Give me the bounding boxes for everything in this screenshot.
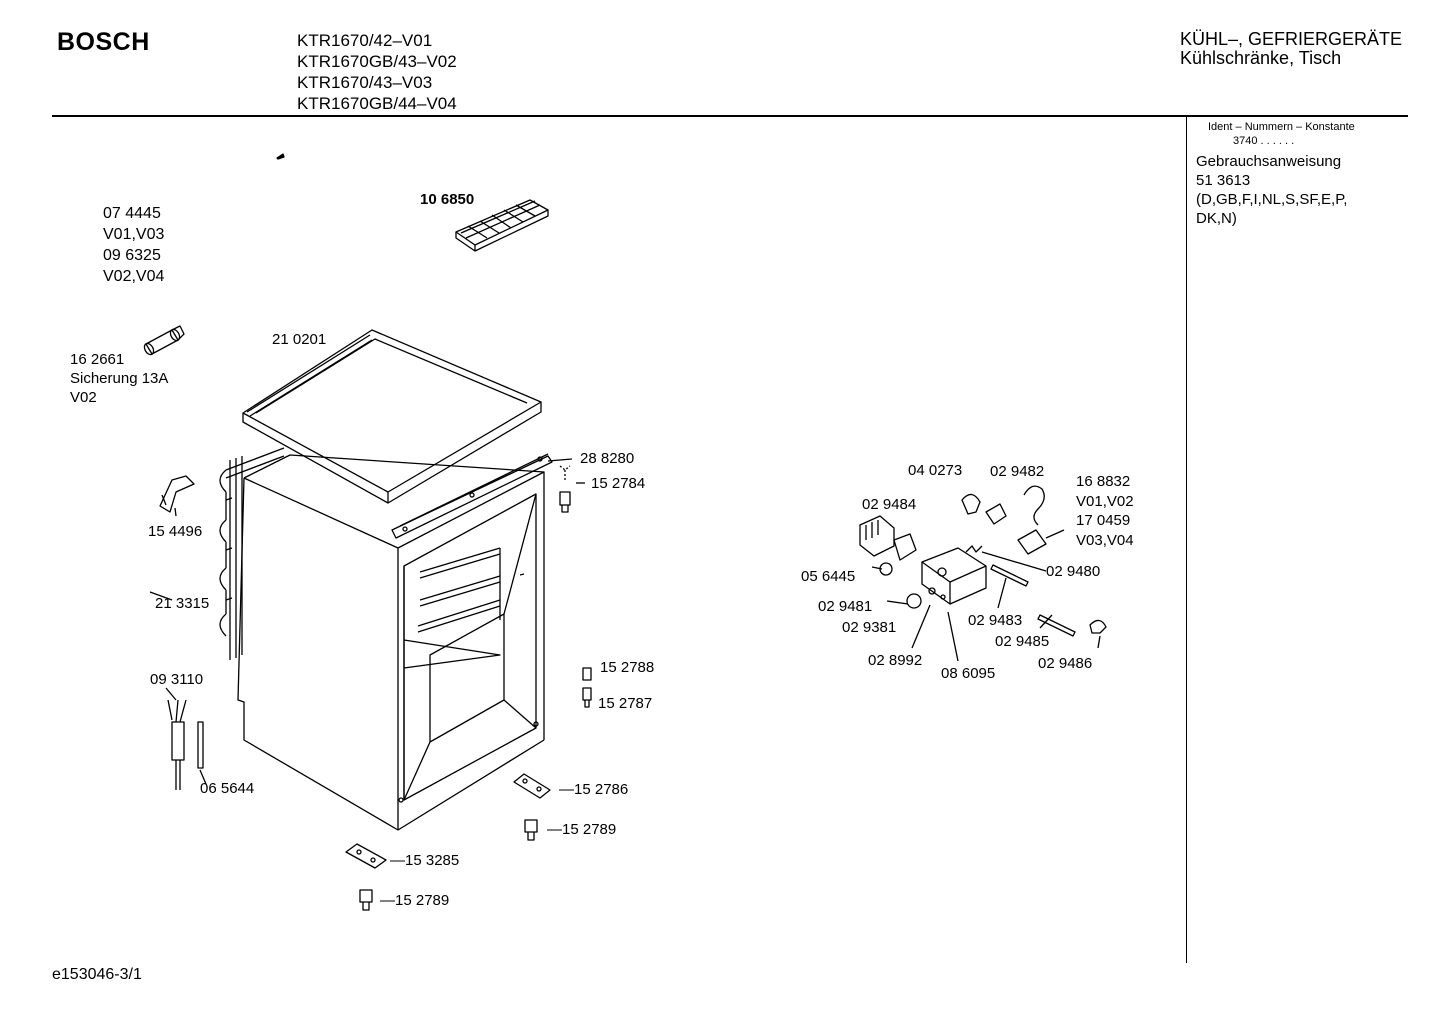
foot-screw-icon <box>524 819 538 841</box>
part-number: —15 2789 <box>380 892 450 909</box>
part-number: —15 2789 <box>547 821 617 838</box>
bulb-icon <box>961 493 981 515</box>
part-number: 16 8832 <box>1076 473 1131 490</box>
part-number: 02 9484 <box>862 496 917 513</box>
part-number: 06 5644 <box>200 780 255 797</box>
model-number: KTR1670GB/43–V02 <box>297 52 457 71</box>
part-number: 21 3315 <box>155 595 210 612</box>
part-number: 15 4496 <box>148 523 203 540</box>
part-label-group: 07 4445 V01,V03 09 6325 V02,V04 <box>103 203 164 287</box>
part-number: 15 2784 <box>591 475 646 492</box>
condenser-coil-icon <box>219 447 285 660</box>
screw-icon <box>559 465 571 513</box>
ice-tray-icon <box>455 199 549 252</box>
part-number: 02 9486 <box>1038 655 1093 672</box>
part-number: —15 2786 <box>559 781 629 798</box>
part-number: 02 9480 <box>1046 563 1101 580</box>
rod-icon <box>990 564 1076 637</box>
part-number: 02 9481 <box>818 598 873 615</box>
part-description: Sicherung 13A <box>70 370 169 387</box>
worktop-panel-icon <box>242 329 542 504</box>
part-number: —15 3285 <box>390 852 460 869</box>
part-variant: V03,V04 <box>1076 531 1134 549</box>
cabinet-icon <box>237 453 553 831</box>
part-variant: V02 <box>70 389 97 406</box>
mark-icon <box>276 153 285 160</box>
part-number: 02 9485 <box>995 633 1050 650</box>
part-number: 21 0201 <box>272 331 327 348</box>
sidebar: Ident – Nummern – Konstante 3740 . . . .… <box>1196 121 1396 228</box>
part-number: 02 9483 <box>968 612 1023 629</box>
brand-logo: BOSCH <box>57 28 150 56</box>
category-line: KÜHL–, GEFRIERGERÄTE <box>1180 29 1403 49</box>
part-variant: V01,V02 <box>1076 492 1134 510</box>
part-number: 08 6095 <box>941 665 996 682</box>
manual-languages: (D,GB,F,I,NL,S,SF,E,P, DK,N) <box>1196 191 1348 227</box>
part-number: 04 0273 <box>908 462 963 479</box>
hinge-screw-icon <box>582 687 592 708</box>
part-number: 16 2661 <box>70 351 125 368</box>
part-number: 17 0459 <box>1076 512 1131 529</box>
part-number: 10 6850 <box>420 191 475 208</box>
sensor-cable-icon <box>167 699 187 790</box>
part-number: 09 3110 <box>150 671 204 688</box>
fuse-icon <box>143 325 185 356</box>
part-number: 28 8280 <box>580 450 635 467</box>
fuse-label: 16 2661 Sicherung 13A V02 <box>70 350 168 407</box>
document-code: e153046-3/1 <box>52 966 142 983</box>
ident-title: Ident – Nummern – Konstante <box>1208 121 1355 133</box>
model-list: KTR1670/42–V01 KTR1670GB/43–V02 KTR1670/… <box>297 30 457 114</box>
spring-icon <box>965 545 983 553</box>
manual-number: 51 3613 <box>1196 172 1251 189</box>
part-number: 15 2788 <box>600 659 655 676</box>
part-number: 15 2787 <box>598 695 653 712</box>
part-number: 05 6445 <box>801 568 856 585</box>
sidebar-divider <box>1186 117 1187 963</box>
part-number: 02 9381 <box>842 619 897 636</box>
ident-value: 3740 . . . . . . <box>1233 135 1295 147</box>
foot-plate-icon <box>345 843 387 869</box>
lamp-holder-icon <box>893 533 917 561</box>
model-number: KTR1670GB/44–V04 <box>297 94 457 113</box>
lampcap-icon <box>1089 619 1107 634</box>
category-title: KÜHL–, GEFRIERGERÄTE Kühlschränke, Tisch <box>1180 30 1402 68</box>
capillary-thermostat-icon <box>1017 485 1065 555</box>
part-number: 07 4445 <box>103 205 161 222</box>
switch-icon <box>985 503 1007 525</box>
manual-label: Gebrauchsanweisung <box>1196 153 1342 170</box>
part-variant: V02,V04 <box>103 268 165 285</box>
foot-screw-icon <box>359 889 373 911</box>
part-variant: V01,V03 <box>103 226 165 243</box>
handle-icon <box>159 475 195 513</box>
foot-plate-icon <box>513 773 551 799</box>
model-number: KTR1670/42–V01 <box>297 31 433 50</box>
model-number: KTR1670/43–V03 <box>297 73 433 92</box>
thermostat-housing-icon <box>921 547 987 605</box>
lamp-cover-icon <box>859 515 895 557</box>
part-number: 02 9482 <box>990 463 1045 480</box>
header-divider <box>52 115 1408 117</box>
subcategory-line: Kühlschränke, Tisch <box>1180 48 1342 68</box>
part-number: 09 6325 <box>103 247 161 264</box>
hinge-pin-icon <box>582 667 592 681</box>
part-number: 02 8992 <box>868 652 923 669</box>
rod-icon <box>197 721 204 769</box>
part-label-group: 16 8832 V01,V02 17 0459 V03,V04 <box>1076 472 1134 550</box>
